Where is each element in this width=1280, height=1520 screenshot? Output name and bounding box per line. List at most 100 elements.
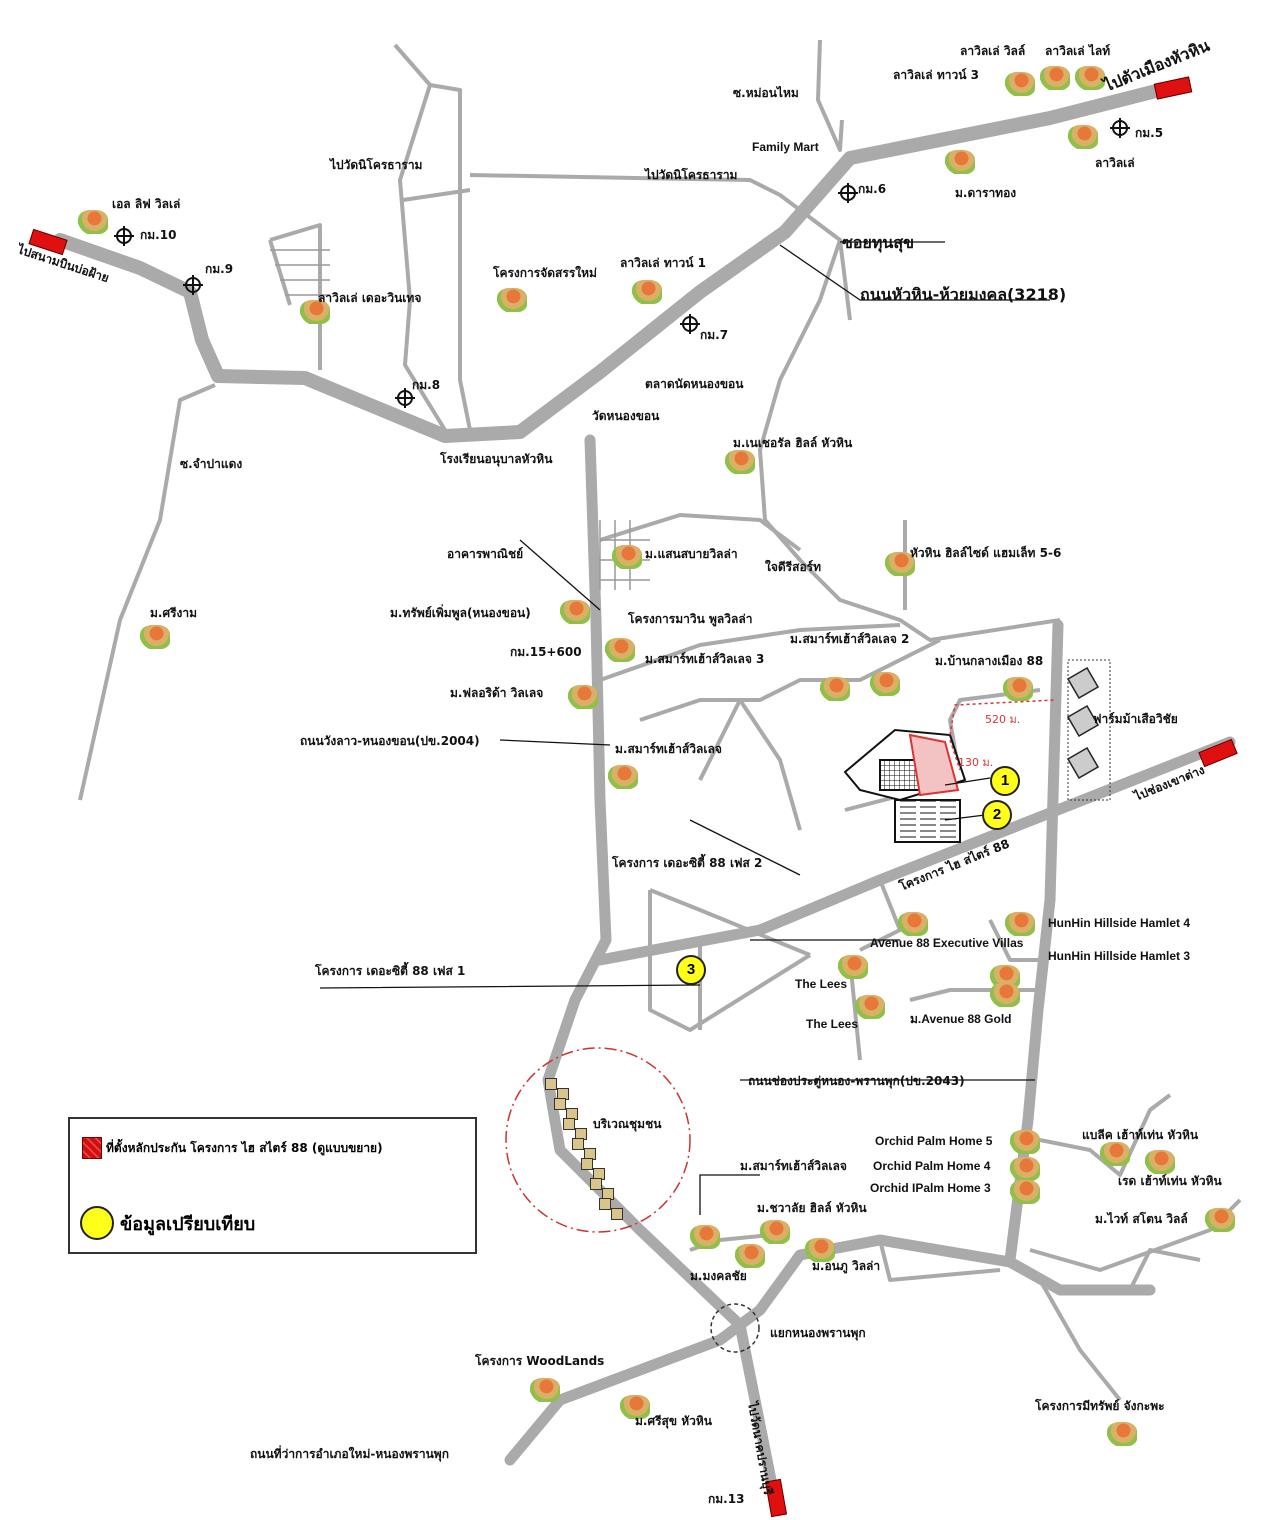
- map-label: ม.ชวาลัย ฮิลล์ หัวหิน: [757, 1201, 867, 1215]
- housing-project-icon[interactable]: [1005, 912, 1035, 936]
- housing-project-icon[interactable]: [760, 1220, 790, 1244]
- comparison-marker-3[interactable]: 3: [676, 955, 706, 985]
- map-label: อาคารพาณิชย์: [447, 547, 524, 561]
- map-label: กม.15+600: [510, 645, 582, 659]
- site-swatch-icon: [82, 1137, 102, 1159]
- housing-project-icon[interactable]: [990, 983, 1020, 1007]
- housing-project-icon[interactable]: [560, 600, 590, 624]
- housing-project-icon[interactable]: [1145, 1150, 1175, 1174]
- housing-project-icon[interactable]: [1107, 1422, 1137, 1446]
- map-label: ใจดีรีสอร์ท: [765, 560, 822, 574]
- map-label: Family Mart: [752, 140, 819, 154]
- housing-project-icon[interactable]: [735, 1244, 765, 1268]
- housing-project-icon[interactable]: [1003, 677, 1033, 701]
- map-label: ตลาดนัดหนองขอน: [645, 377, 744, 391]
- housing-project-icon[interactable]: [1010, 1157, 1040, 1181]
- map-label: Orchid Palm Home 4: [873, 1159, 991, 1173]
- map-label: ม.ไวท์ สโตน วิลล์: [1095, 1212, 1188, 1226]
- housing-project-icon[interactable]: [898, 912, 928, 936]
- housing-project-icon[interactable]: [690, 1225, 720, 1249]
- housing-project-icon[interactable]: [1010, 1130, 1040, 1154]
- map-label: ม.อนภู วิลล่า: [812, 1259, 881, 1273]
- housing-project-icon[interactable]: [805, 1238, 835, 1262]
- map-label: กม.5: [1135, 126, 1164, 140]
- comparison-marker-2[interactable]: 2: [982, 800, 1012, 830]
- comparison-marker-1[interactable]: 1: [990, 766, 1020, 796]
- community-house-icon: [599, 1198, 611, 1210]
- community-house-icon: [572, 1138, 584, 1150]
- map-label: โครงการ เดอะซิตี้ 88 เฟส 1: [315, 964, 466, 978]
- map-label: บริเวณชุมชน: [593, 1117, 662, 1131]
- map-label: ม.สมาร์ทเฮ้าส์วิลเลจ: [740, 1159, 847, 1173]
- map-label: กม.9: [205, 262, 234, 276]
- map-label: ซ.หม่อนไหม: [733, 86, 799, 100]
- map-label: ม.ศรีสุข หัวหิน: [635, 1414, 712, 1428]
- map-label: ไปวัดนิโครธาราม: [645, 168, 738, 182]
- community-house-icon: [581, 1158, 593, 1170]
- map-label: กม.8: [412, 378, 441, 392]
- map-label: ลาวิลเล่ ทาวน์ 1: [620, 256, 706, 270]
- map-label: HunHin Hillside Hamlet 4: [1048, 916, 1191, 930]
- map-label: วัดหนองขอน: [592, 409, 660, 423]
- site-plan: [843, 728, 967, 843]
- housing-project-icon[interactable]: [605, 638, 635, 662]
- housing-project-icon[interactable]: [870, 672, 900, 696]
- community-area: [505, 1047, 691, 1233]
- housing-project-icon[interactable]: [1040, 66, 1070, 90]
- road-hi-style: [594, 736, 1236, 966]
- housing-project-icon[interactable]: [78, 210, 108, 234]
- housing-project-icon[interactable]: [530, 1378, 560, 1402]
- housing-project-icon[interactable]: [725, 450, 755, 474]
- housing-project-icon[interactable]: [632, 280, 662, 304]
- housing-project-icon[interactable]: [1005, 72, 1035, 96]
- map-label: เรด เฮ้าท์เท่น หัวหิน: [1118, 1174, 1222, 1188]
- map-label: The Lees: [795, 977, 848, 991]
- housing-project-icon[interactable]: [855, 995, 885, 1019]
- map-label: Avenue 88 Executive Villas: [870, 936, 1024, 950]
- housing-project-icon[interactable]: [1068, 125, 1098, 149]
- map-label: Orchid IPalm Home 3: [870, 1181, 991, 1195]
- housing-project-icon[interactable]: [945, 150, 975, 174]
- map-label: ม.Avenue 88 Gold: [910, 1012, 1012, 1026]
- map-label: ม.มงคลชัย: [690, 1269, 747, 1283]
- map-label: ม.แสนสบายวิลล่า: [645, 547, 738, 561]
- map-label: 520 ม.: [985, 713, 1021, 726]
- map-label: แยกหนองพรานพุก: [770, 1326, 866, 1340]
- housing-project-icon[interactable]: [1100, 1142, 1130, 1166]
- housing-project-icon[interactable]: [820, 677, 850, 701]
- map-label: หัวหิน ฮิลล์ไซด์ แฮมเล็ท 5-6: [910, 546, 1062, 560]
- map-label: HunHin Hillside Hamlet 3: [1048, 949, 1191, 963]
- road-south: [504, 1234, 1156, 1466]
- map-label: แบลีค เฮ้าท์เท่น หัวหิน: [1082, 1128, 1199, 1142]
- map-label: ม.บ้านกลางเมือง 88: [935, 654, 1044, 668]
- map-label: ถนนที่ว่าการอำเภอใหม่-หนองพรานพุก: [250, 1447, 449, 1461]
- housing-project-icon[interactable]: [568, 685, 598, 709]
- map-label: โรงเรียนอนุบาลหัวหิน: [440, 452, 553, 466]
- housing-project-icon[interactable]: [608, 765, 638, 789]
- housing-project-icon[interactable]: [620, 1395, 650, 1419]
- housing-project-icon[interactable]: [1075, 66, 1105, 90]
- map-label: โครงการ เดอะซิตี้ 88 เฟส 2: [612, 856, 763, 870]
- map-label: ฟาร์มม้าเสือวิชัย: [1093, 712, 1178, 726]
- map-label: Orchid Palm Home 5: [875, 1134, 993, 1148]
- community-house-icon: [611, 1208, 623, 1220]
- housing-project-icon[interactable]: [838, 955, 868, 979]
- housing-project-icon[interactable]: [1205, 1208, 1235, 1232]
- community-house-icon: [590, 1178, 602, 1190]
- community-house-icon: [554, 1098, 566, 1110]
- farm-buildings: [1066, 666, 1100, 780]
- housing-project-icon[interactable]: [497, 288, 527, 312]
- housing-project-icon[interactable]: [300, 300, 330, 324]
- map-label: ไปวัดนิโครธาราม: [330, 158, 423, 172]
- map-label: ซ.จำปาแดง: [180, 457, 243, 471]
- map-label: ลาวิลเล่ ทาวน์ 3: [893, 68, 979, 82]
- map-label: ถนนช่องประตู่หนอง-พรานพุก(ปข.2043): [748, 1074, 965, 1088]
- housing-project-icon[interactable]: [885, 552, 915, 576]
- housing-project-icon[interactable]: [140, 625, 170, 649]
- map-label: เอล ลิฟ วิลเล่: [112, 197, 181, 211]
- housing-project-icon[interactable]: [612, 545, 642, 569]
- map-label: The Lees: [806, 1017, 859, 1031]
- housing-project-icon[interactable]: [1010, 1180, 1040, 1204]
